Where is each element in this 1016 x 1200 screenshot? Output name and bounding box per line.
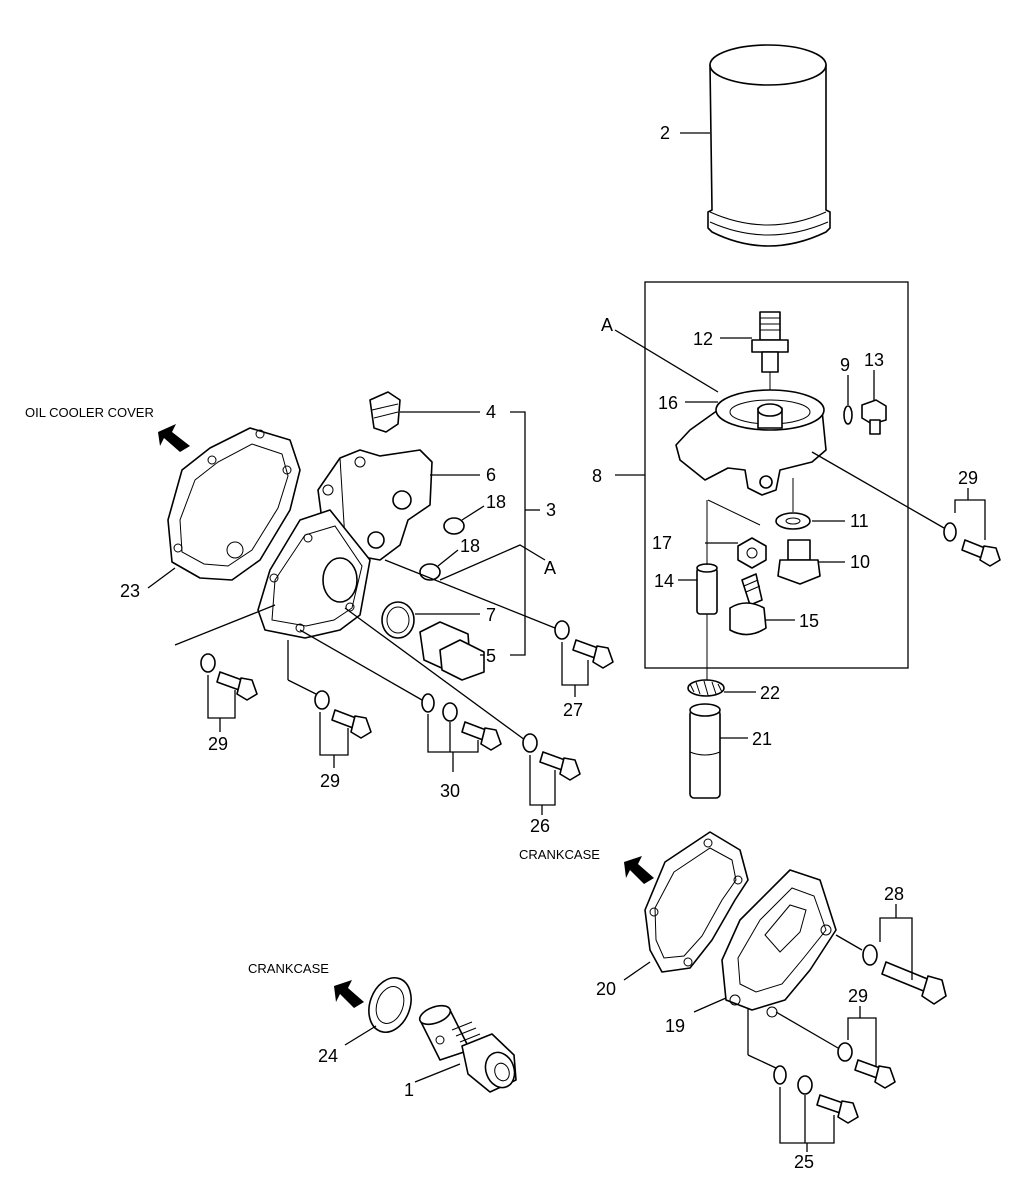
stud-pipe[interactable] [696, 563, 718, 615]
fitting-1[interactable] [417, 1002, 519, 1093]
callout-25: 25 [794, 1152, 814, 1172]
hose-clip[interactable] [687, 679, 725, 697]
callout-20: 20 [596, 979, 616, 999]
callout-29a: 29 [208, 734, 228, 754]
callout-19: 19 [665, 1016, 685, 1036]
callout-18a: 18 [486, 492, 506, 512]
bolt-washer-29-mid[interactable] [314, 690, 372, 739]
washer[interactable] [775, 512, 811, 530]
oil-pipe[interactable] [689, 703, 721, 799]
pump-cover-19[interactable] [721, 869, 837, 1018]
ref-crankcase-lower: CRANKCASE [248, 961, 329, 976]
o-ring-18-upper[interactable] [443, 517, 465, 535]
filter-nipple[interactable] [751, 311, 789, 373]
callout-30: 30 [440, 781, 460, 801]
callout-10: 10 [850, 552, 870, 572]
callout-18b: 18 [460, 536, 480, 556]
bolt-washer-28[interactable] [862, 944, 947, 1005]
callout-29c: 29 [848, 986, 868, 1006]
bolt-washers-30[interactable] [421, 693, 502, 751]
plug-bolt[interactable] [861, 399, 887, 435]
callout-8: 8 [592, 466, 602, 486]
callout-27: 27 [563, 700, 583, 720]
bolt-washer-26[interactable] [522, 733, 581, 781]
arrow-icon [158, 424, 190, 452]
callout-24: 24 [318, 1046, 338, 1066]
plug-4[interactable] [369, 391, 401, 433]
arrow-icon [624, 856, 654, 884]
callout-4: 4 [486, 402, 496, 422]
callout-15: 15 [799, 611, 819, 631]
callout-28: 28 [884, 884, 904, 904]
plug-bolt-5[interactable] [419, 621, 485, 681]
callout-9: 9 [840, 355, 850, 375]
callout-16: 16 [658, 393, 678, 413]
callout-17: 17 [652, 533, 672, 553]
ref-crankcase-upper: CRANKCASE [519, 847, 600, 862]
callout-29d: 29 [958, 468, 978, 488]
callout-21: 21 [752, 729, 772, 749]
bolt-washer-29-right[interactable] [943, 522, 1001, 567]
gasket-20[interactable] [644, 831, 749, 973]
callout-1: 1 [404, 1080, 414, 1100]
arrow-icon [334, 980, 364, 1008]
bolt-washer-29-left[interactable] [200, 653, 258, 701]
filter-housing[interactable] [675, 389, 827, 496]
ref-a-left: A [544, 558, 556, 578]
fitting-bolt[interactable] [777, 539, 821, 585]
callout-14: 14 [654, 571, 674, 591]
callout-22: 22 [760, 683, 780, 703]
bolt-washer-29-lower[interactable] [837, 1042, 896, 1089]
callout-26: 26 [530, 816, 550, 836]
callout-23: 23 [120, 581, 140, 601]
bolt-washers-25[interactable] [773, 1065, 859, 1124]
callout-13: 13 [864, 350, 884, 370]
gasket-23[interactable] [167, 427, 301, 581]
washer-24[interactable] [362, 972, 419, 1038]
callout-12: 12 [693, 329, 713, 349]
callout-11: 11 [850, 511, 869, 531]
callout-29b: 29 [320, 771, 340, 791]
callout-3: 3 [546, 500, 556, 520]
cover-plate[interactable] [257, 509, 371, 639]
o-ring-small[interactable] [843, 405, 853, 425]
callout-7: 7 [486, 605, 496, 625]
nut[interactable] [737, 537, 767, 569]
callout-2: 2 [660, 123, 670, 143]
bolt-washer-27[interactable] [554, 620, 614, 669]
callout-5: 5 [486, 646, 496, 666]
housing-bolt[interactable] [729, 573, 767, 636]
callout-6: 6 [486, 465, 496, 485]
ref-a-right: A [601, 315, 613, 335]
oil-filter-cartridge[interactable] [707, 44, 831, 247]
ref-oil-cooler-cover: OIL COOLER COVER [25, 405, 154, 420]
